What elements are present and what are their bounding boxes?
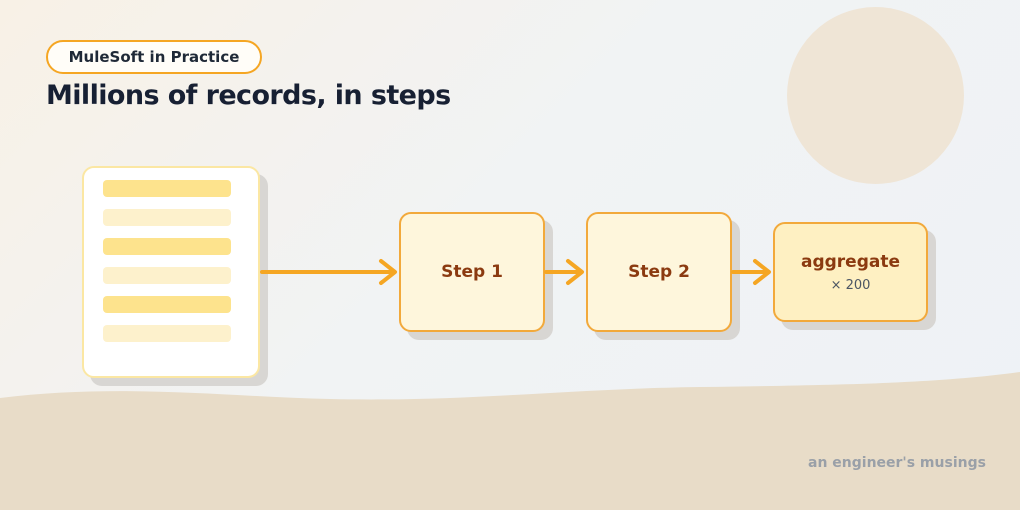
- sun-circle: [787, 7, 964, 184]
- step-1-box: Step 1: [399, 212, 545, 332]
- record-row: [103, 209, 231, 226]
- records-document: records: [82, 166, 260, 378]
- record-row: [103, 325, 231, 342]
- aggregate-label: aggregate: [800, 251, 901, 272]
- arrow-step-1-to-step-2: [544, 259, 584, 285]
- record-row: [103, 296, 231, 313]
- record-row: [103, 180, 231, 197]
- step-2-box: Step 2: [586, 212, 732, 332]
- step-2-label: Step 2: [628, 262, 690, 282]
- record-row: [103, 267, 231, 284]
- arrow-records-to-step-1: [260, 259, 397, 285]
- aggregate-multiplier: × 200: [830, 277, 871, 293]
- record-row: [103, 238, 231, 255]
- page-title: Millions of records, in steps: [46, 80, 451, 111]
- footer-credit: an engineer's musings: [808, 455, 986, 471]
- arrow-step-2-to-aggregate: [731, 259, 771, 285]
- aggregate-box: aggregate × 200: [773, 222, 928, 322]
- category-badge: MuleSoft in Practice: [46, 40, 262, 74]
- step-1-label: Step 1: [441, 262, 503, 282]
